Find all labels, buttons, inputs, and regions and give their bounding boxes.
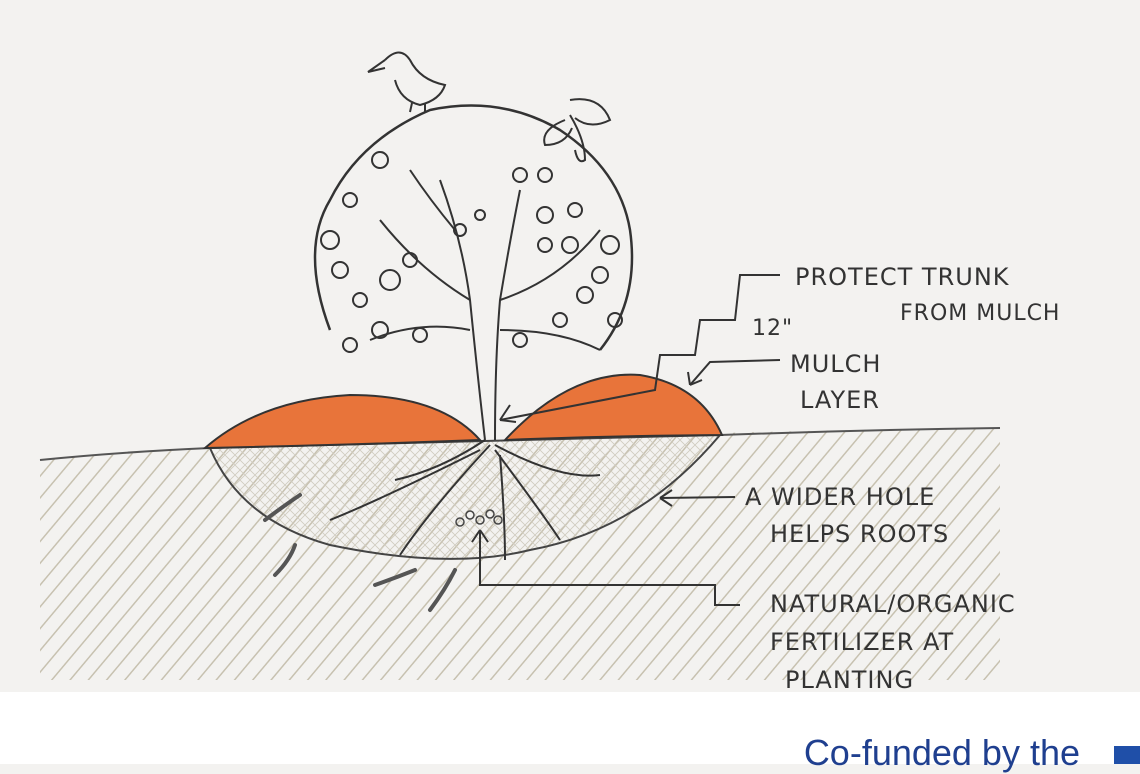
- label-fertilizer-line1: NATURAL/ORGANIC: [770, 590, 1016, 618]
- label-fertilizer-line3: PLANTING: [785, 666, 914, 694]
- label-trunk-distance: 12": [752, 316, 793, 341]
- label-mulch-layer-line1: MULCH: [790, 350, 881, 378]
- butterfly-icon: [544, 99, 610, 161]
- label-fertilizer-line2: FERTILIZER AT: [770, 628, 954, 656]
- tree-canopy: [315, 106, 632, 351]
- label-mulch-layer-line2: LAYER: [800, 386, 880, 414]
- bird-icon: [368, 53, 445, 113]
- label-wider-hole-line2: HELPS ROOTS: [770, 520, 949, 548]
- cofunded-text: Co-funded by the: [804, 732, 1080, 774]
- footer: Co-funded by the: [0, 692, 1140, 764]
- label-protect-trunk-line1: PROTECT TRUNK: [795, 263, 1010, 291]
- mulch-left: [205, 395, 480, 448]
- label-wider-hole-line1: A WIDER HOLE: [745, 483, 935, 511]
- label-protect-trunk-line2: FROM MULCH: [900, 301, 1060, 326]
- eu-flag-icon: [1114, 746, 1140, 764]
